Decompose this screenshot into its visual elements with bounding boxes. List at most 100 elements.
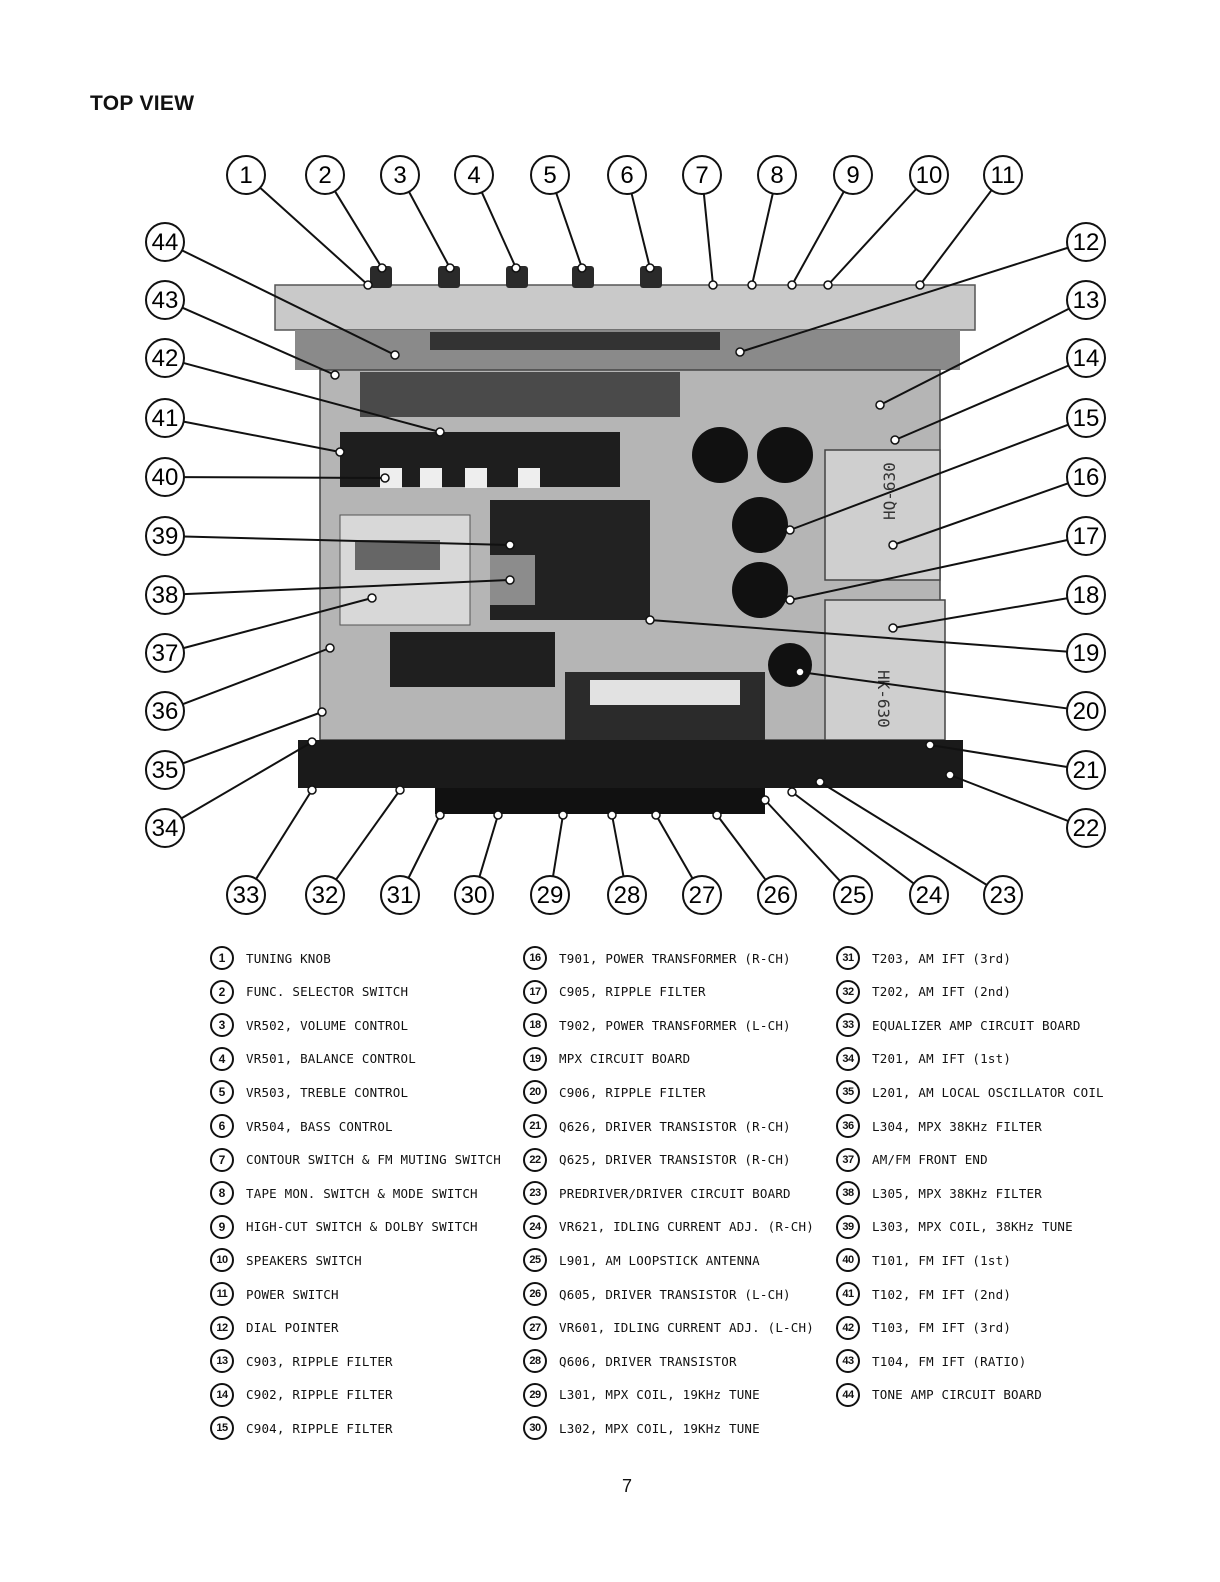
legend-label: Q606, DRIVER TRANSISTOR <box>559 1353 737 1369</box>
legend-label: L304, MPX 38KHz FILTER <box>872 1118 1042 1134</box>
leader-end-5 <box>577 263 587 273</box>
legend-number: 33 <box>836 1013 860 1038</box>
callout-circle-13 <box>1066 280 1106 320</box>
legend-label: MPX CIRCUIT BOARD <box>559 1051 691 1067</box>
callout-circle-18 <box>1066 575 1106 615</box>
callout-circle-6 <box>607 155 647 195</box>
callout-12: 12 <box>1066 222 1106 262</box>
leader-end-24 <box>787 787 797 797</box>
legend-number: 18 <box>523 1013 547 1038</box>
legend-label: C905, RIPPLE FILTER <box>559 984 706 1000</box>
leader-line-42 <box>183 361 441 433</box>
callout-circle-17 <box>1066 516 1106 556</box>
legend-label: L201, AM LOCAL OSCILLATOR COIL <box>872 1084 1104 1100</box>
callout-circle-15 <box>1066 398 1106 438</box>
legend-number: 37 <box>836 1147 860 1172</box>
legend-label: VR621, IDLING CURRENT ADJ. (R-CH) <box>559 1219 814 1235</box>
leader-line-23 <box>819 781 988 886</box>
leader-end-13 <box>875 400 885 410</box>
legend-number: 6 <box>210 1114 234 1138</box>
callout-7: 7 <box>682 155 722 195</box>
leader-line-43 <box>181 306 336 376</box>
leader-end-4 <box>511 263 521 273</box>
callout-number-36: 36 <box>152 698 179 725</box>
callout-9: 9 <box>833 155 873 195</box>
leader-line-38 <box>183 579 511 596</box>
leader-end-30 <box>493 810 503 820</box>
leader-line-4 <box>480 191 517 269</box>
legend-label: T902, POWER TRANSFORMER (L-CH) <box>559 1017 791 1033</box>
legend-number: 38 <box>836 1181 860 1206</box>
callout-number-26: 26 <box>764 882 791 909</box>
callout-number-8: 8 <box>770 162 783 189</box>
leader-end-41 <box>335 447 345 457</box>
callout-28: 28 <box>607 875 647 915</box>
legend-label: Q626, DRIVER TRANSISTOR (R-CH) <box>559 1118 791 1134</box>
callout-number-24: 24 <box>916 882 943 909</box>
callout-circle-40 <box>145 457 185 497</box>
callout-number-27: 27 <box>689 882 716 909</box>
callout-number-21: 21 <box>1073 757 1100 784</box>
callout-circle-1 <box>226 155 266 195</box>
legend-label: DIAL POINTER <box>246 1320 339 1336</box>
legend-number: 29 <box>523 1382 547 1407</box>
callout-number-11: 11 <box>991 162 1016 189</box>
callout-1: 1 <box>226 155 266 195</box>
callout-18: 18 <box>1066 575 1106 615</box>
legend-label: T201, AM IFT (1st) <box>872 1051 1012 1067</box>
legend-number: 34 <box>836 1046 860 1071</box>
callout-number-14: 14 <box>1073 345 1100 372</box>
leader-line-32 <box>335 789 401 881</box>
leader-end-22 <box>945 770 955 780</box>
leader-end-7 <box>708 280 718 290</box>
legend-number: 12 <box>210 1315 234 1340</box>
callout-circle-11 <box>983 155 1023 195</box>
callout-circle-27 <box>682 875 722 915</box>
callout-circle-42 <box>145 338 185 378</box>
callout-circle-4 <box>454 155 494 195</box>
leader-line-40 <box>183 476 386 479</box>
leader-line-39 <box>183 535 511 546</box>
legend-number: 31 <box>836 946 860 970</box>
callout-number-42: 42 <box>152 345 179 372</box>
callout-circle-33 <box>226 875 266 915</box>
callout-number-31: 31 <box>387 882 414 909</box>
callout-number-18: 18 <box>1073 582 1100 609</box>
legend-number: 41 <box>836 1282 860 1306</box>
legend-label: CONTOUR SWITCH & FM MUTING SWITCH <box>246 1152 501 1168</box>
callout-circle-29 <box>530 875 570 915</box>
callout-number-32: 32 <box>312 882 339 909</box>
callout-number-23: 23 <box>990 882 1017 909</box>
callout-number-41: 41 <box>152 405 179 432</box>
legend-item-34: 34 T201, AM IFT (1st) <box>836 1046 1011 1072</box>
legend-number: 7 <box>210 1147 234 1172</box>
leader-end-16 <box>888 540 898 550</box>
callout-36: 36 <box>145 691 185 731</box>
legend-label: L302, MPX COIL, 19KHz TUNE <box>559 1420 760 1436</box>
legend-number: 22 <box>523 1147 547 1172</box>
leader-line-36 <box>182 647 331 706</box>
leader-line-37 <box>183 597 373 650</box>
leader-end-18 <box>888 623 898 633</box>
callout-number-12: 12 <box>1073 229 1100 256</box>
callout-31: 31 <box>380 875 420 915</box>
legend-label: L301, MPX COIL, 19KHz TUNE <box>559 1387 760 1403</box>
legend-item-18: 18 T902, POWER TRANSFORMER (L-CH) <box>523 1012 791 1038</box>
legend-number: 3 <box>210 1013 234 1038</box>
legend-number: 17 <box>523 979 547 1004</box>
callout-number-7: 7 <box>695 162 708 189</box>
callout-11: 11 <box>983 155 1023 195</box>
leader-end-12 <box>735 347 745 357</box>
